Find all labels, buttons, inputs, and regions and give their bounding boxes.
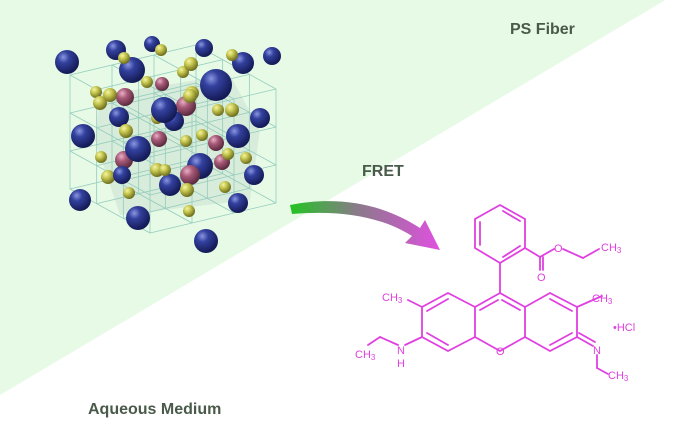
ester-oxygen-label: O: [554, 243, 563, 255]
imine-ch3-label: CH3: [608, 370, 629, 383]
small-sphere: [184, 57, 198, 71]
medium-sphere: [116, 88, 134, 106]
small-sphere: [222, 148, 234, 160]
medium-sphere: [155, 77, 169, 91]
large-sphere: [195, 39, 213, 57]
small-sphere: [90, 86, 102, 98]
small-sphere: [225, 103, 239, 117]
small-sphere: [95, 151, 107, 163]
large-sphere: [263, 47, 281, 65]
carbonyl-oxygen-label: O: [537, 272, 546, 284]
medium-sphere: [180, 165, 200, 185]
small-sphere: [93, 96, 107, 110]
large-sphere: [55, 50, 79, 74]
amine-n-label: N: [397, 345, 405, 357]
large-sphere: [200, 69, 232, 101]
large-sphere: [71, 124, 95, 148]
imine-n-label: N: [593, 345, 601, 357]
small-sphere: [196, 129, 208, 141]
small-sphere: [219, 181, 231, 193]
small-sphere: [180, 135, 192, 147]
large-sphere: [109, 107, 129, 127]
small-sphere: [103, 88, 117, 102]
crystal-lattice: [55, 36, 281, 253]
ps-fiber-label: PS Fiber: [510, 21, 575, 38]
large-sphere: [194, 229, 218, 253]
small-sphere: [212, 104, 224, 116]
medium-sphere: [151, 131, 167, 147]
small-sphere: [183, 89, 197, 103]
large-sphere: [69, 189, 91, 211]
large-sphere: [226, 124, 250, 148]
large-sphere: [159, 174, 181, 196]
right-ch3-label: CH3: [592, 293, 613, 306]
small-sphere: [159, 164, 171, 176]
amine-ch3-label: CH3: [355, 349, 376, 362]
large-sphere: [113, 166, 131, 184]
small-sphere: [240, 152, 252, 164]
amine-h-label: H: [397, 358, 405, 370]
large-sphere: [232, 52, 254, 74]
small-sphere: [177, 66, 189, 78]
ps-fiber-region: [0, 0, 699, 395]
ester-ch3-label: CH3: [601, 242, 622, 255]
fret-arrow: [290, 201, 440, 250]
small-sphere: [119, 124, 133, 138]
left-ch3-label: CH3: [382, 292, 403, 305]
aqueous-medium-label: Aqueous Medium: [88, 401, 221, 418]
ring-oxygen-label: O: [496, 346, 505, 358]
small-sphere: [118, 52, 130, 64]
large-sphere: [250, 108, 270, 128]
small-sphere: [155, 44, 167, 56]
hcl-salt-label: •HCl: [613, 322, 635, 334]
large-sphere: [151, 97, 177, 123]
large-sphere: [126, 206, 150, 230]
small-sphere: [123, 187, 135, 199]
small-sphere: [101, 170, 115, 184]
rhodamine-6g-structure: [367, 203, 609, 375]
small-sphere: [183, 205, 195, 217]
medium-sphere: [208, 135, 224, 151]
large-sphere: [244, 165, 264, 185]
fret-label: FRET: [362, 163, 404, 180]
small-sphere: [226, 49, 238, 61]
large-sphere: [228, 193, 248, 213]
small-sphere: [180, 183, 194, 197]
small-sphere: [141, 76, 153, 88]
large-sphere: [125, 136, 151, 162]
